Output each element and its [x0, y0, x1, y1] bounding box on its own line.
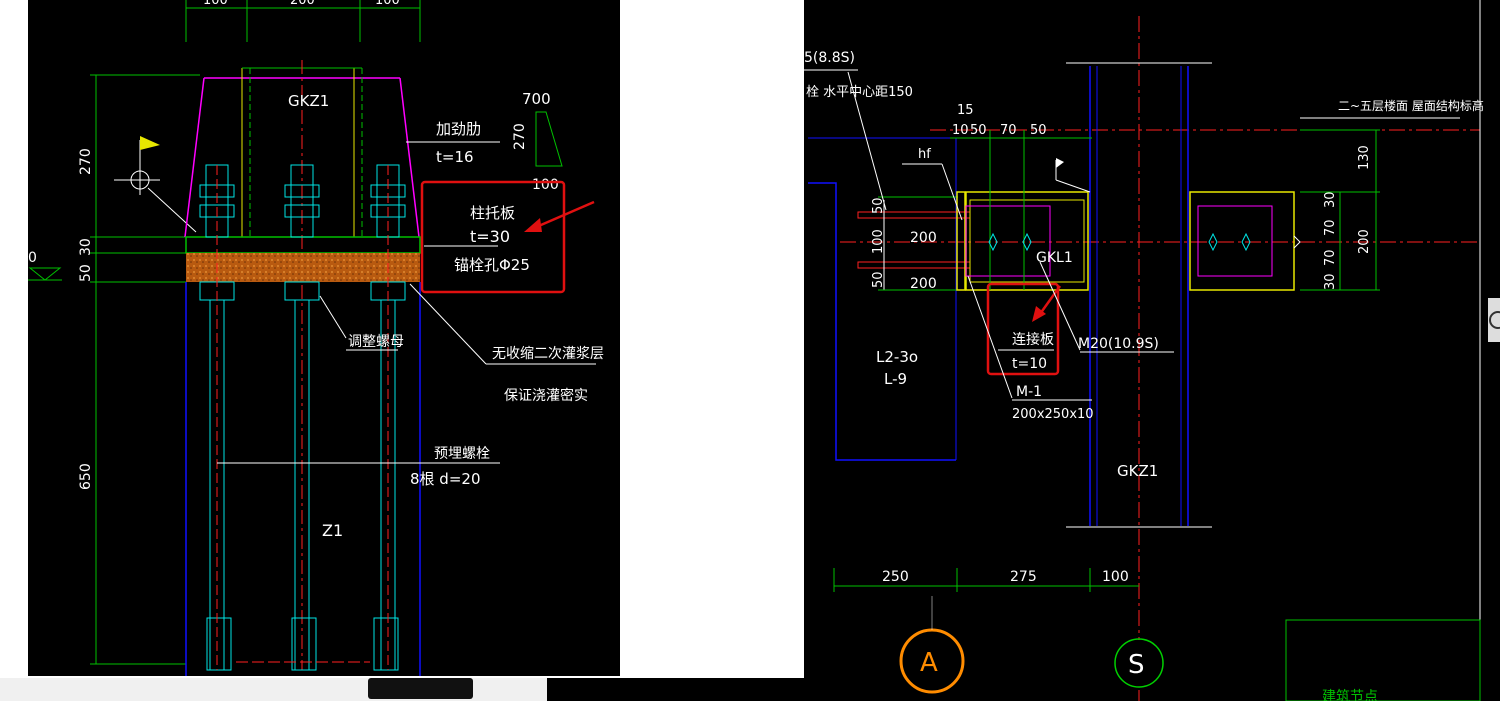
dim-right-30b: 30	[1323, 273, 1338, 290]
plate-thickness: t=30	[470, 227, 510, 246]
dim-200b: 200	[910, 276, 937, 292]
grout-note-1: 无收缩二次灌浆层	[492, 346, 604, 362]
dim-15: 15	[957, 103, 974, 118]
title-block-text: 建筑节点	[1322, 689, 1378, 701]
dim-left-50b: 50	[871, 271, 886, 288]
right-drawing-panel	[804, 0, 1500, 701]
beam-label: GKL1	[1036, 250, 1073, 266]
dim-left-50a: 50	[871, 197, 886, 214]
floor-note: 二~五层楼面 屋面结构标高	[1338, 98, 1484, 113]
right-beam-detail: GKZ1 L2-3o L-9 50 100 50 200 200 GKL1	[804, 0, 1500, 701]
level-mark-icon	[28, 267, 62, 281]
adjust-nut-label: 调整螺母	[348, 334, 404, 350]
right-column-label: GKZ1	[1117, 462, 1158, 480]
rib-dim-top: 700	[522, 90, 551, 108]
base-plate	[185, 236, 421, 254]
dim-right-70a: 70	[1323, 219, 1338, 236]
anchor-title: 预埋螺栓	[434, 446, 490, 462]
column-label: GKZ1	[288, 92, 329, 110]
weld-flag-icon	[1056, 158, 1064, 168]
slab-label-2: L-9	[884, 370, 907, 388]
dim-right-30a: 30	[1323, 191, 1338, 208]
beam-stub-right	[1189, 191, 1295, 291]
dim-right-70b: 70	[1323, 249, 1338, 266]
anchor-bolt-3	[370, 164, 406, 671]
dim-top-3: 100	[375, 0, 400, 8]
flag-icon	[140, 136, 160, 150]
level-mark-text: 0	[28, 250, 37, 266]
axis-s-circle	[1114, 638, 1164, 688]
dim-bottom-250: 250	[882, 569, 909, 585]
beam-stub-left	[965, 191, 1089, 291]
grout-layer	[186, 253, 420, 282]
bottom-tab-button[interactable]	[368, 678, 473, 699]
bolt-spec-partial: 5(8.8S)	[804, 50, 855, 66]
dim-top-2: 200	[290, 0, 315, 8]
plate-title: 柱托板	[470, 204, 515, 222]
dim-50: 50	[78, 264, 94, 282]
anchor-spec: 8根 d=20	[410, 470, 481, 488]
rib-title: 加劲肋	[436, 120, 481, 138]
left-column-detail: 100 200 100 270 50 30 650 0 G	[28, 0, 604, 676]
dim-top-50a: 50	[970, 123, 987, 138]
plate-m1-size: 200x250x10	[1012, 407, 1094, 422]
dim-right-130: 130	[1357, 145, 1372, 170]
left-drawing-panel	[28, 0, 620, 676]
axis-a-label: A	[920, 648, 938, 678]
dim-30: 30	[78, 238, 94, 256]
grout-note-2: 保证浇灌密实	[504, 387, 588, 404]
dim-top-70: 70	[1000, 123, 1017, 138]
bolt-m20: M20(10.9S)	[1078, 336, 1159, 352]
bolt-icon-2	[1022, 232, 1032, 252]
conn-title: 连接板	[1012, 331, 1054, 348]
slab-label-1: L2-3o	[876, 348, 918, 366]
anchor-bolt-1	[199, 164, 235, 671]
rib-dim-side: 270	[512, 123, 528, 150]
hf-label: hf	[918, 147, 931, 162]
dim-200a: 200	[910, 230, 937, 246]
highlight-box-plate	[420, 180, 566, 294]
highlight-box-connection	[986, 282, 1060, 376]
conn-thickness: t=10	[1012, 356, 1047, 372]
dim-top-1: 100	[203, 0, 228, 8]
bolt-icon-1	[988, 232, 998, 252]
rib-thickness: t=16	[436, 148, 474, 166]
dim-right-200: 200	[1357, 229, 1372, 254]
plate-hole: 锚栓孔Φ25	[454, 256, 530, 274]
side-scroll-handle[interactable]	[1488, 298, 1500, 342]
bolt-note: 栓 水平中心距150	[806, 85, 913, 100]
rib-sketch	[535, 111, 563, 167]
dim-650: 650	[78, 463, 94, 490]
arrow-icon-2	[1032, 306, 1046, 322]
dim-top-50b: 50	[1030, 123, 1047, 138]
dim-top-10: 10	[952, 123, 969, 138]
arrow-icon	[524, 218, 542, 232]
plate-m1: M-1	[1016, 384, 1042, 400]
dim-left-100: 100	[871, 229, 886, 254]
dim-bottom-275: 275	[1010, 569, 1037, 585]
connection-plate	[965, 205, 1051, 277]
dim-bottom-100: 100	[1102, 569, 1129, 585]
axis-s-label: S	[1128, 650, 1145, 680]
rib-dim-bottom: 100	[532, 177, 559, 193]
title-block	[1285, 619, 1481, 701]
dim-270: 270	[78, 148, 94, 175]
pier-label: Z1	[322, 521, 343, 540]
anchor-bolt-2	[284, 164, 320, 671]
